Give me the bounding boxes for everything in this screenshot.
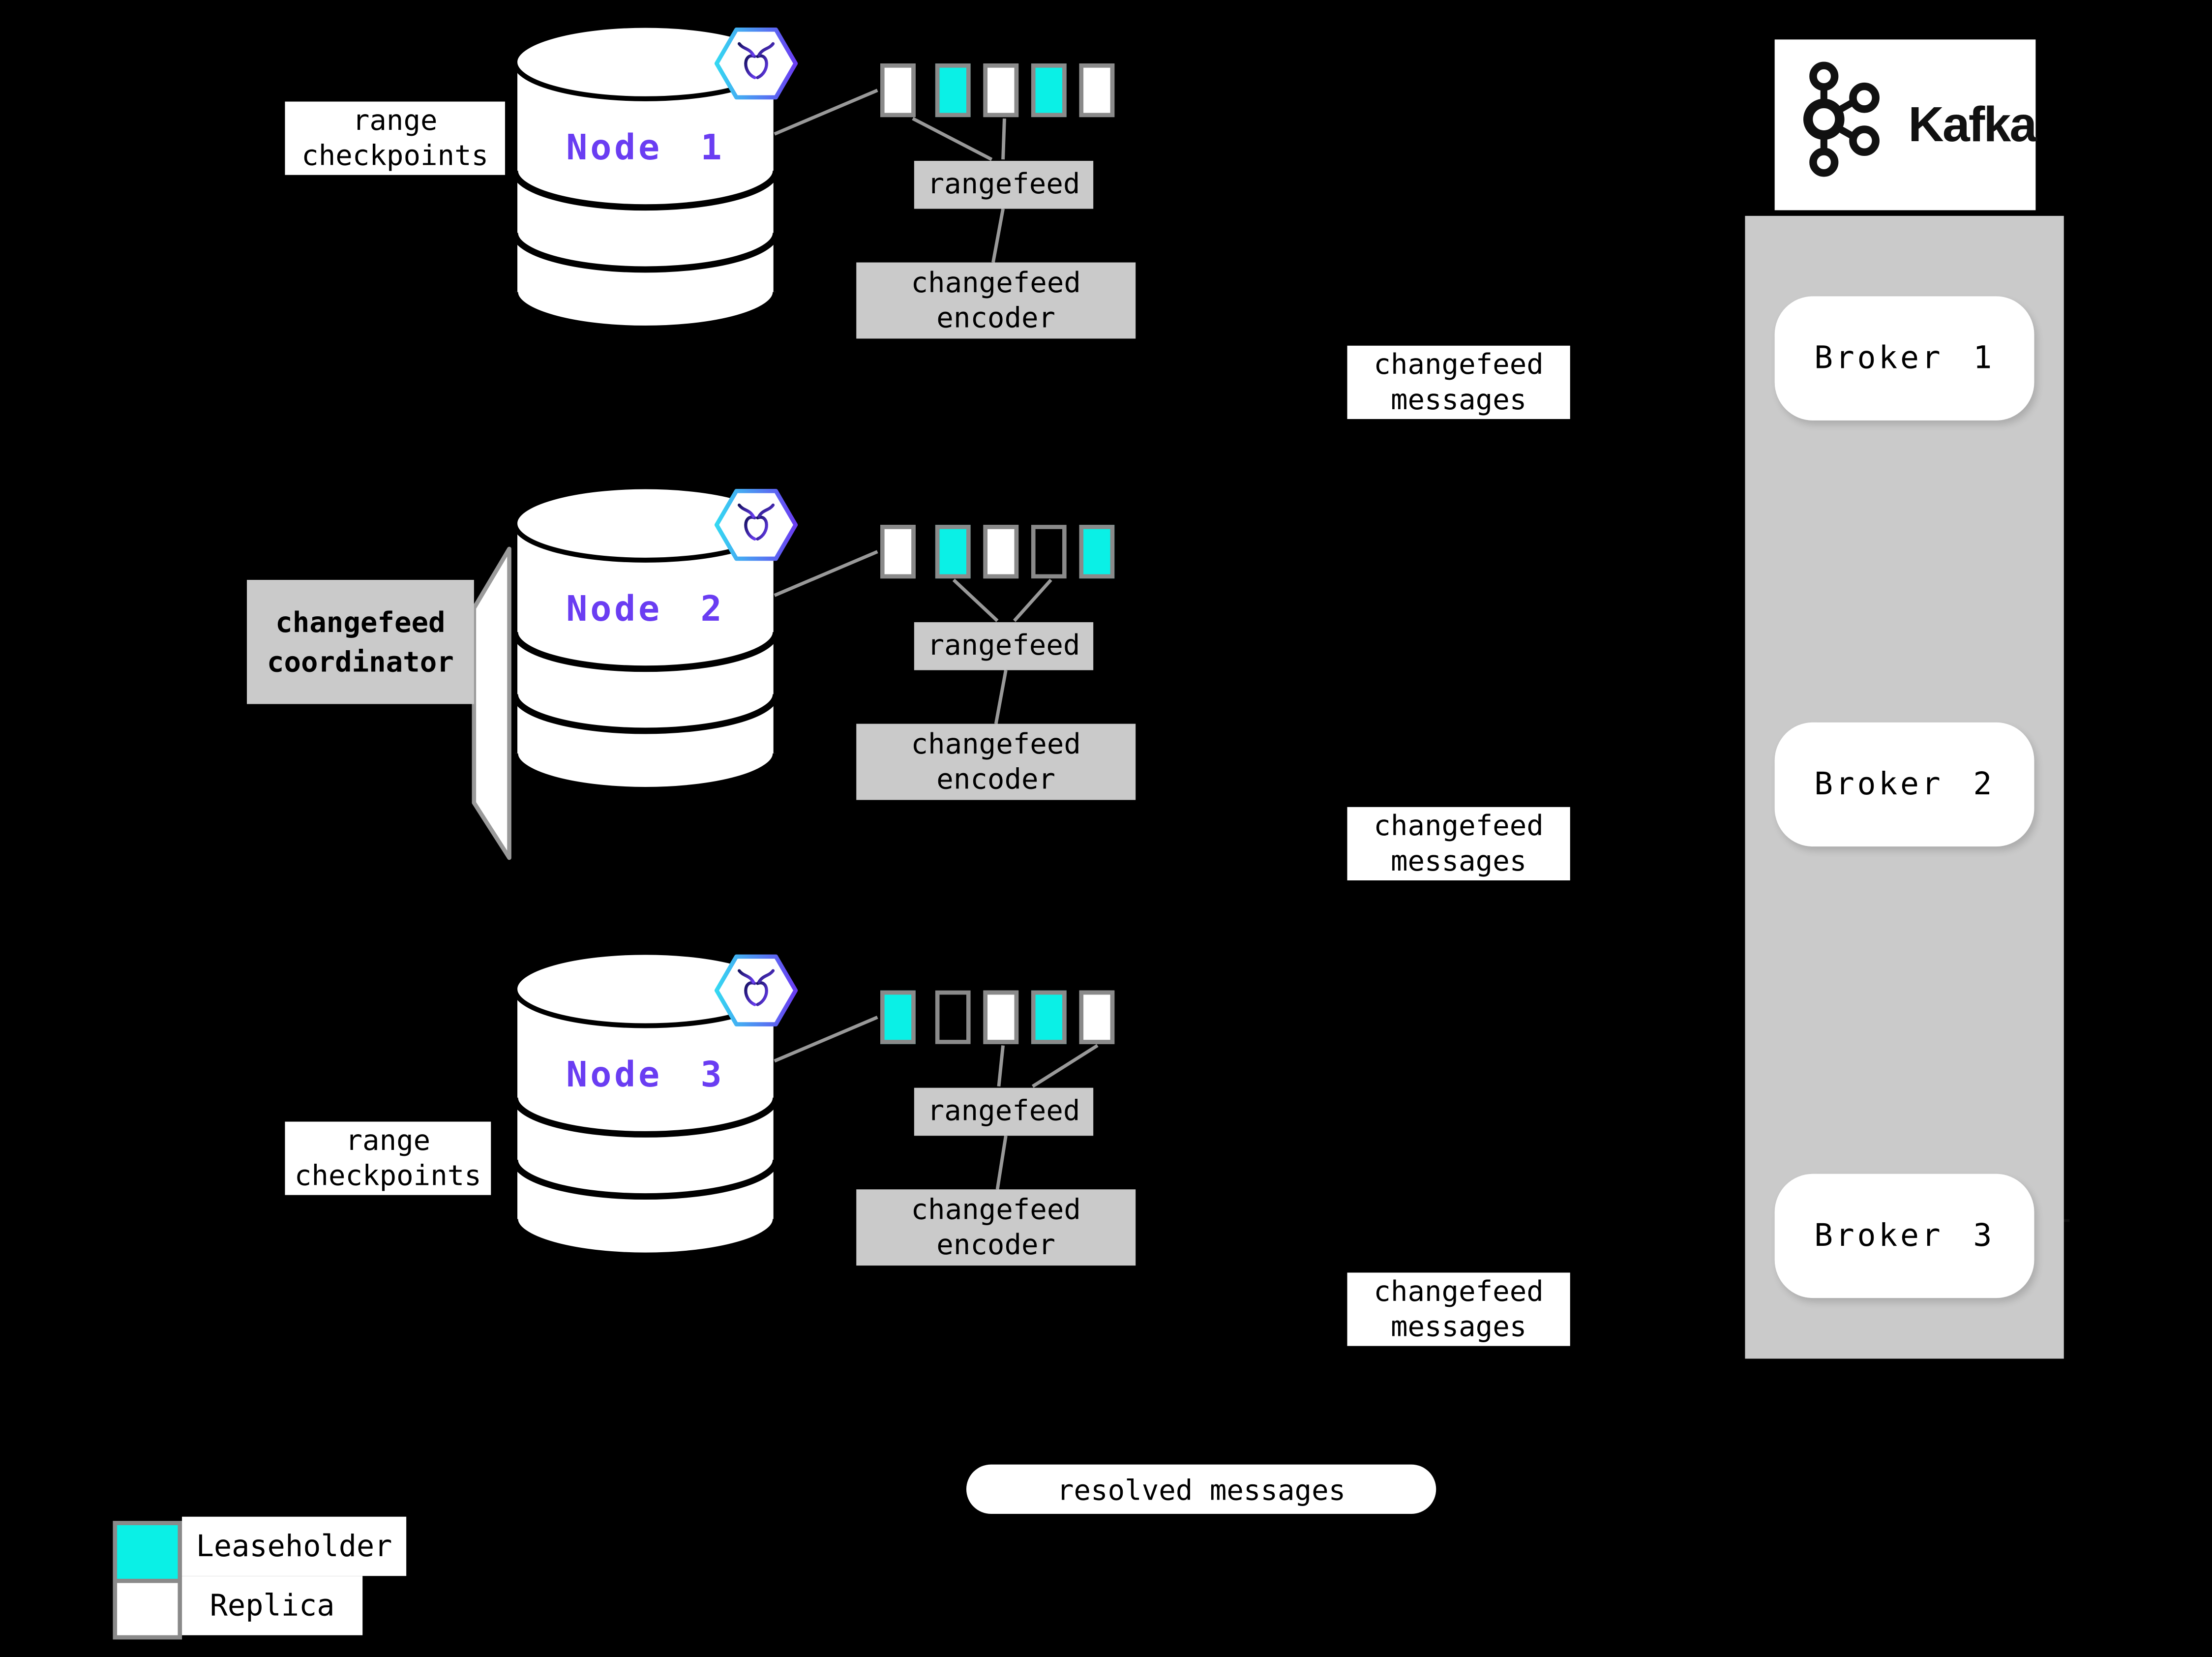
range-row [880,525,1115,579]
range-cell-empty [935,990,971,1044]
changefeed-messages-label: changefeed messages [1347,1272,1570,1346]
node-cylinder [511,484,779,793]
changefeed-encoder-box: changefeed encoder [856,1189,1136,1266]
range-cell-leaseholder [935,525,971,579]
label-line: messages [1390,844,1527,878]
label-line: changefeed [1374,808,1544,843]
legend-label-replica: Replica [182,1576,363,1635]
changefeed-encoder-box: changefeed encoder [856,262,1136,339]
connector-lines [774,89,1099,1190]
range-cell-leaseholder [935,63,971,118]
broker-box: Broker 1 [1774,296,2034,421]
rangefeed-label: rangefeed [927,628,1080,663]
label-line: changefeed [911,726,1081,760]
label-line: changefeed [275,605,446,639]
range-row [880,63,1115,118]
node-label: Node 1 [566,127,725,168]
range-cell-replica [983,63,1019,118]
range-cell-replica [983,990,1019,1044]
cockroachdb-icon [714,954,798,1026]
label-line: changefeed [1374,347,1544,381]
coordinator-arrow [472,546,511,860]
legend-swatch-leaseholder [117,1525,178,1578]
broker-box: Broker 3 [1774,1174,2034,1298]
label-line: messages [1390,382,1527,417]
label-line: messages [1390,1309,1527,1343]
range-cell-empty [1031,525,1067,579]
range-cell-leaseholder [1031,990,1067,1044]
rangefeed-label: rangefeed [927,167,1080,201]
node-label: Node 2 [566,588,725,630]
kafka-logo: Kafka [1774,39,2037,211]
label-line: coordinator [267,644,454,679]
range-cell-replica [1079,990,1115,1044]
label-line: range [352,102,438,137]
rangefeed-label: rangefeed [927,1094,1080,1128]
kafka-logo-icon [1803,61,1880,177]
range-checkpoints-label: range checkpoints [285,101,505,175]
rangefeed-box: rangefeed [914,161,1094,209]
rangefeed-box: rangefeed [914,1087,1094,1136]
label-line: encoder [936,1227,1056,1262]
range-cell-replica [1079,63,1115,118]
range-cell-leaseholder [1079,525,1115,579]
broker-box: Broker 2 [1774,722,2034,847]
node-cylinder [511,23,779,332]
legend-label-leaseholder: Leaseholder [182,1516,407,1576]
legend-swatch-replica [117,1582,178,1635]
range-cell-leaseholder [880,990,916,1044]
label-line: encoder [936,301,1056,334]
cockroachdb-icon [714,27,798,100]
changefeed-encoder-box: changefeed encoder [856,723,1136,800]
label-line: changefeed [911,265,1081,299]
node-cylinder [511,950,779,1259]
resolved-messages-pill: resolved messages [966,1464,1436,1514]
label-line: checkpoints [301,138,489,172]
rangefeed-box: rangefeed [914,622,1094,670]
changefeed-coordinator-label: changefeed coordinator [247,579,474,704]
changefeed-messages-label: changefeed messages [1347,345,1570,419]
label-line: encoder [936,762,1056,796]
kafka-wordmark: Kafka [1908,96,2037,152]
label-line: checkpoints [294,1158,481,1192]
range-row [880,990,1115,1044]
range-checkpoints-label: range checkpoints [285,1121,491,1195]
label-line: range [345,1122,431,1157]
cockroachdb-icon [714,488,798,561]
label-line: changefeed [1374,1273,1544,1308]
legend-swatches [113,1521,182,1640]
label-line: changefeed [911,1192,1081,1226]
range-cell-replica [983,525,1019,579]
range-cell-leaseholder [1031,63,1067,118]
range-cell-replica [880,525,916,579]
node-label: Node 3 [566,1054,725,1095]
changefeed-messages-label: changefeed messages [1347,807,1570,881]
range-cell-replica [880,63,916,118]
